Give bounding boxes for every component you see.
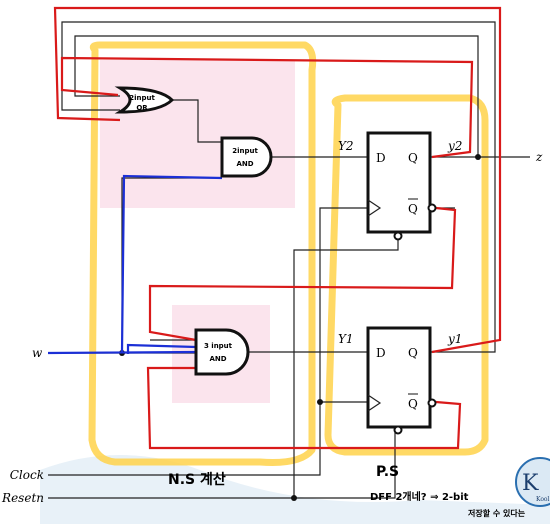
dff-annotation: DFF 2개네? ⇒ 2-bit bbox=[370, 490, 469, 503]
junction-dot bbox=[291, 495, 297, 501]
logo-letter: K bbox=[522, 471, 539, 496]
logo-subtext: Kool bbox=[536, 496, 550, 503]
state-register-outline bbox=[324, 94, 489, 456]
next-state-logic-outline bbox=[88, 41, 317, 466]
junction-dot bbox=[317, 399, 323, 405]
junction-dot bbox=[475, 154, 481, 160]
ps-annotation: P.S bbox=[376, 464, 399, 480]
blue-ink-wires bbox=[47, 174, 223, 355]
ff2-input-label: Y2 bbox=[338, 139, 354, 153]
and2-gate-label-1: 2input bbox=[232, 147, 258, 155]
or-gate-label-2: OR bbox=[136, 104, 148, 112]
and3-gate-label-2: AND bbox=[209, 355, 226, 363]
ff1-input-label: Y1 bbox=[338, 332, 354, 346]
ff1-q-pin: Q bbox=[408, 346, 418, 360]
clock-label: Clock bbox=[10, 468, 44, 482]
ns-annotation: N.S 계산 bbox=[168, 471, 226, 488]
red-ink-wires bbox=[53, 6, 502, 450]
w-input-label: w bbox=[32, 346, 43, 360]
ff1-d-pin: D bbox=[376, 346, 386, 360]
ff2-q-pin: Q bbox=[408, 151, 418, 165]
dff-annotation-2: 저장할 수 있다는 bbox=[468, 508, 526, 518]
ff1-output-label: y1 bbox=[447, 332, 462, 346]
ff1-qbar-pin: Q bbox=[408, 397, 418, 411]
resetn-label: Resetn bbox=[1, 491, 44, 505]
and2-gate: 2input AND bbox=[220, 136, 273, 178]
and3-gate-label-1: 3 input bbox=[204, 342, 233, 350]
flipflop-2: D Q Q Y2 y2 bbox=[338, 131, 462, 241]
ff2-d-pin: D bbox=[376, 151, 386, 165]
or-gate: 2input OR bbox=[114, 86, 175, 114]
or-gate-label-1: 2input bbox=[129, 94, 155, 102]
and3-gate: 3 input AND bbox=[194, 328, 250, 376]
z-output-label: z bbox=[535, 150, 543, 164]
and2-gate-label-2: AND bbox=[236, 160, 253, 168]
corner-logo: K Kool bbox=[515, 457, 550, 507]
background-swoosh bbox=[40, 455, 550, 524]
ff2-qbar-pin: Q bbox=[408, 202, 418, 216]
flipflop-1: D Q Q Y1 y1 bbox=[338, 326, 462, 435]
ff2-output-label: y2 bbox=[447, 139, 462, 153]
